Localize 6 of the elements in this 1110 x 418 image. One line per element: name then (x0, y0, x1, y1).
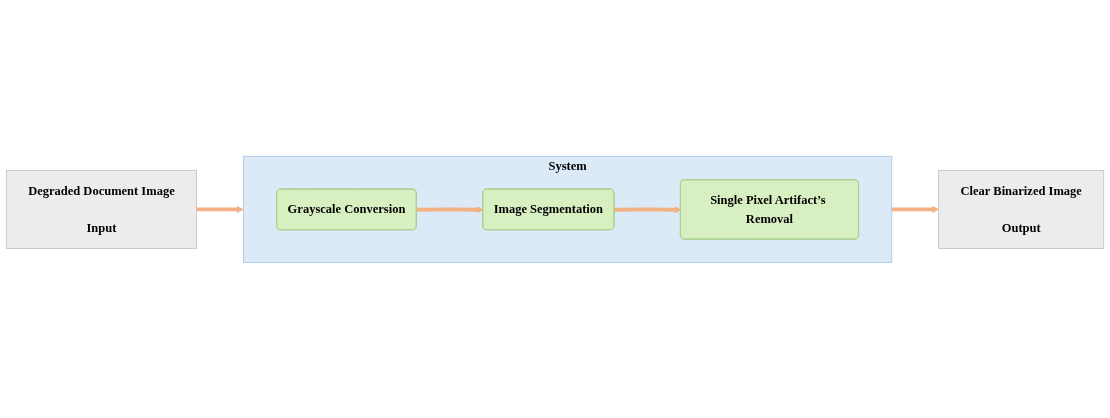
arrow (614, 205, 682, 213)
arrow (416, 205, 484, 213)
node-box: Degraded Document Image Input (5, 169, 197, 249)
arrow (891, 205, 939, 213)
node-box: Clear Binarized Image Output (938, 169, 1105, 249)
arrow (196, 205, 244, 213)
